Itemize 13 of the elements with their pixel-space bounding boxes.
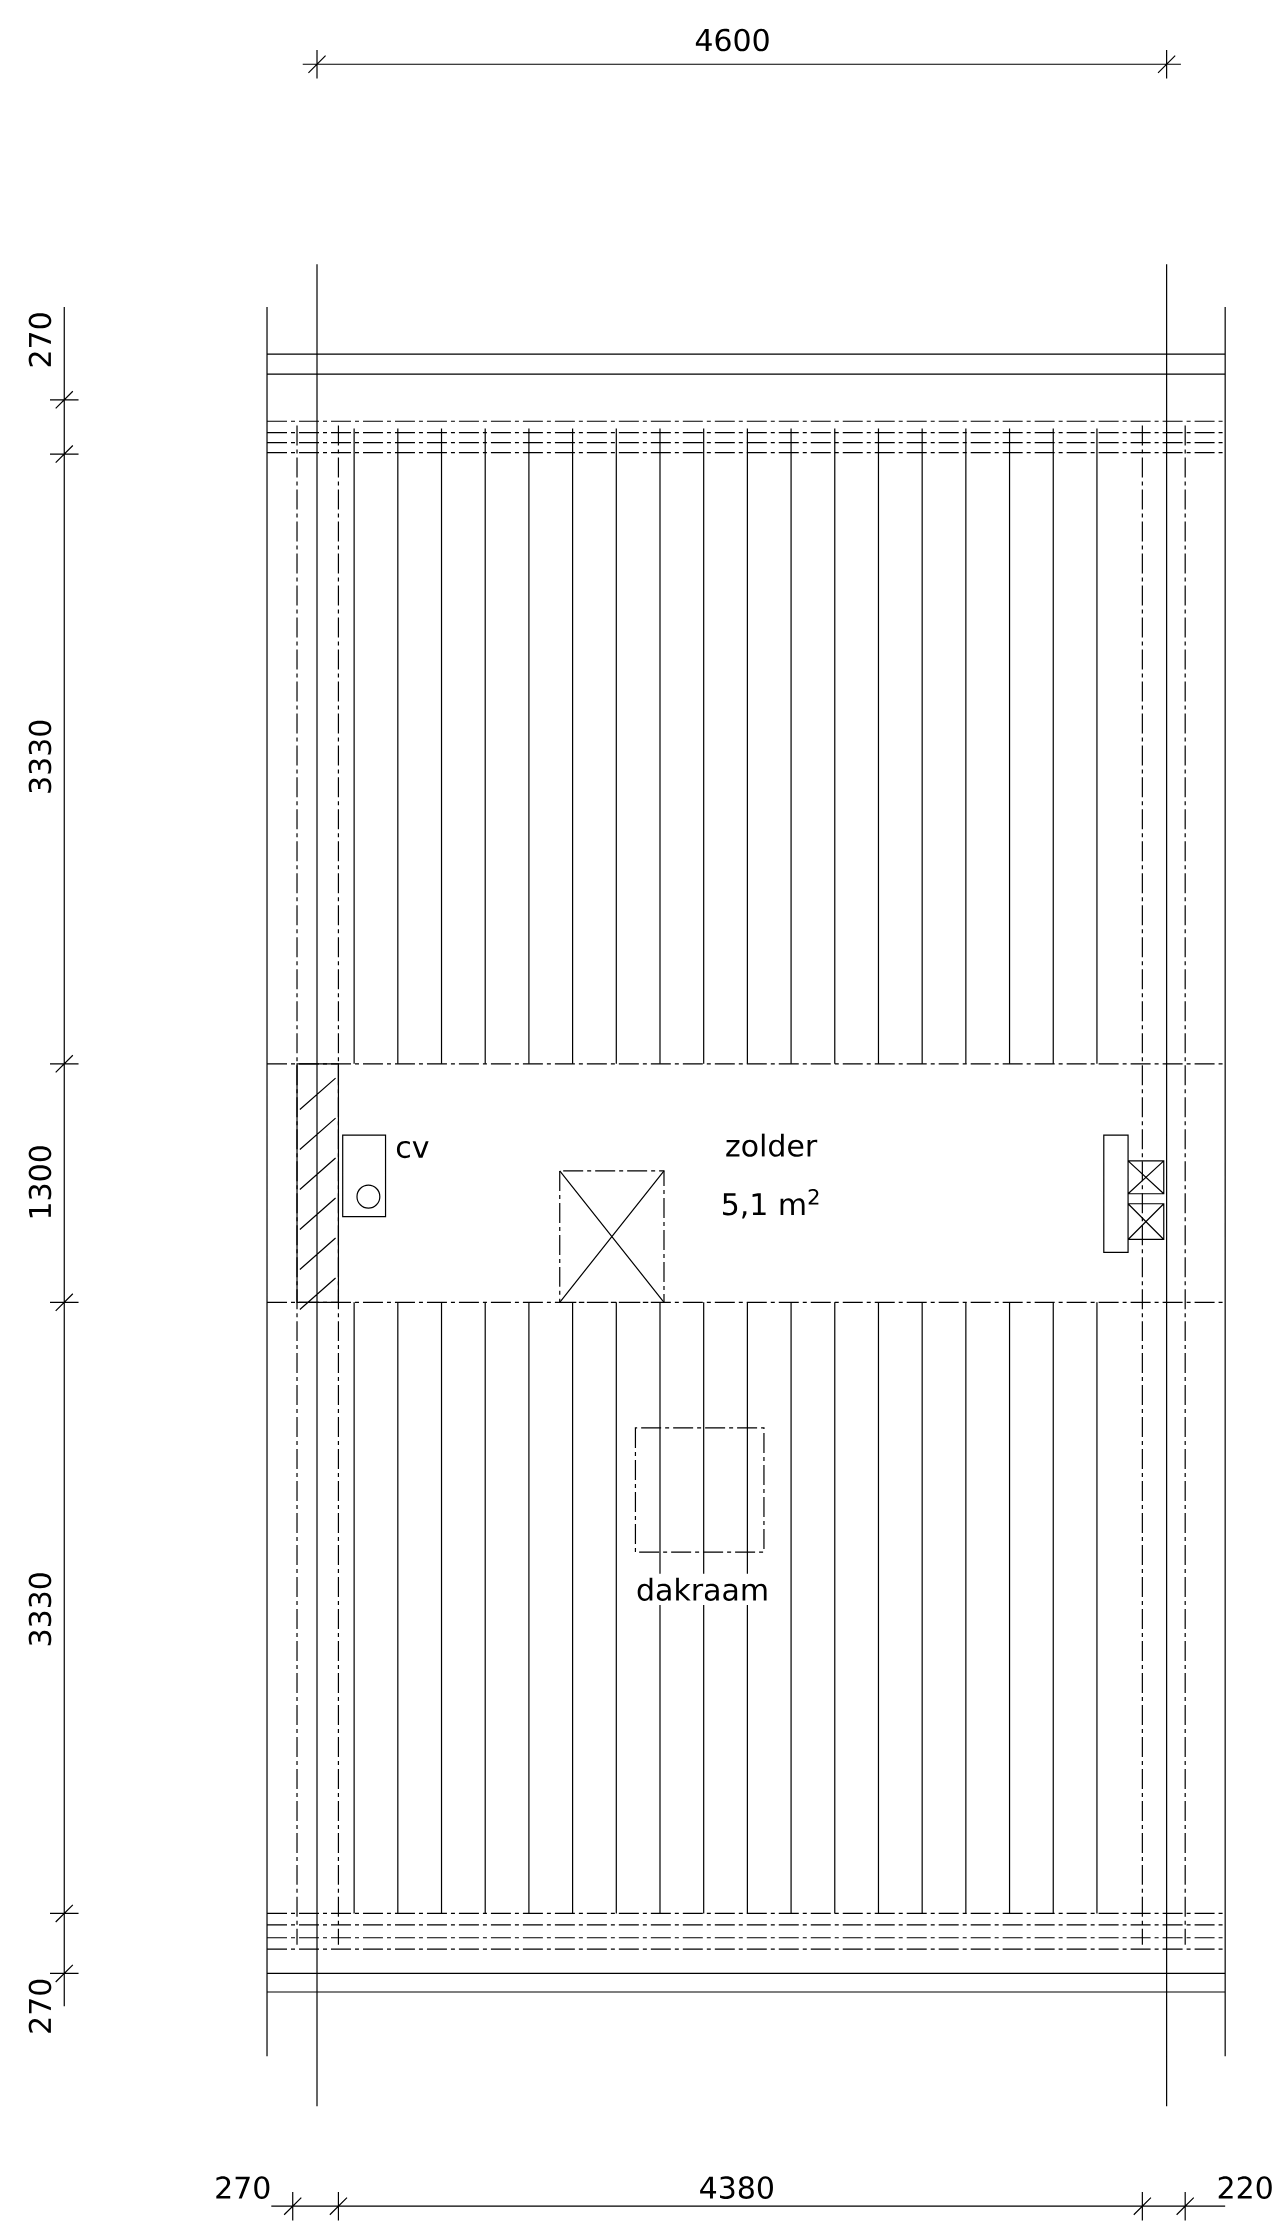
dimension-label: 3330 — [28, 1573, 52, 1646]
dimension-label: 270 — [28, 1979, 52, 2033]
dimension-label: 220 — [1218, 2176, 1272, 2199]
dimension-label: 4380 — [699, 2176, 773, 2199]
dimension-label: 4600 — [695, 28, 769, 52]
area-label: 5,1 m$^{2}$ — [722, 1189, 819, 1219]
dimension-label: 1300 — [28, 1146, 52, 1218]
dimension-label: 3330 — [28, 720, 52, 793]
room-label: cv — [396, 1140, 429, 1159]
dimension-label: 270 — [216, 2176, 270, 2199]
room-label: dakraam — [631, 1573, 773, 1605]
room-label: zolder — [726, 1133, 817, 1157]
dimension-label: 270 — [28, 313, 52, 367]
